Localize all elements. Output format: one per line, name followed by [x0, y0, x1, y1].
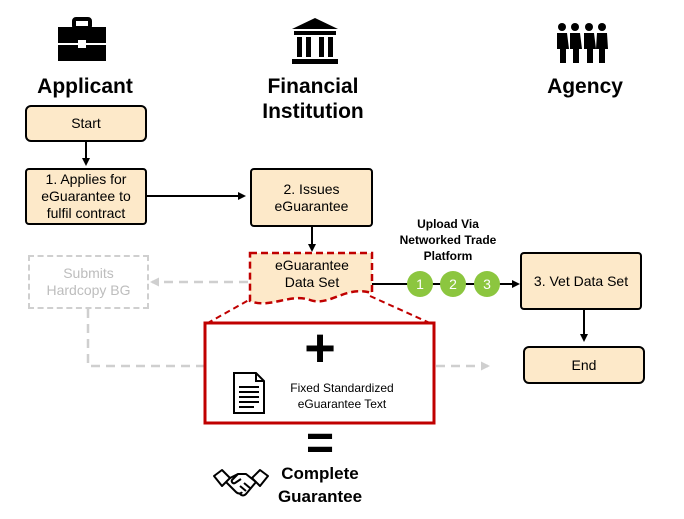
lane-title-applicant: Applicant: [37, 75, 133, 98]
submits-hardcopy-node: Submits Hardcopy BG: [28, 255, 149, 309]
handshake-icon: [212, 466, 270, 502]
equals-sign: =: [305, 417, 335, 470]
issues-node: 2. Issues eGuarantee: [250, 168, 373, 227]
people-group-icon: [555, 22, 609, 64]
upload-step-3: 3: [474, 271, 500, 297]
vet-node: 3. Vet Data Set: [520, 252, 642, 310]
plus-sign: +: [304, 318, 336, 378]
expansion-line-left: [205, 295, 257, 325]
upload-label: Upload Via Networked Trade Platform: [399, 217, 497, 263]
fixed-text-label: Fixed Standardized eGuarantee Text: [290, 381, 394, 411]
end-node: End: [523, 346, 645, 384]
upload-step-1: 1: [407, 271, 433, 297]
document-icon: [232, 371, 266, 415]
complete-guarantee-label: Complete Guarantee: [277, 464, 363, 506]
start-node: Start: [25, 105, 147, 142]
dataset-label: eGuarantee Data Set: [275, 257, 349, 290]
briefcase-icon: [56, 17, 108, 63]
bank-building-icon: [290, 17, 340, 65]
lane-title-financial-institution: Financial Institution: [262, 75, 364, 123]
upload-step-2: 2: [440, 271, 466, 297]
applies-node: 1. Applies for eGuarantee to fulfil cont…: [25, 168, 147, 225]
lane-title-agency: Agency: [547, 75, 623, 98]
expansion-line-right: [369, 295, 433, 325]
dataset-shape: [248, 251, 374, 305]
